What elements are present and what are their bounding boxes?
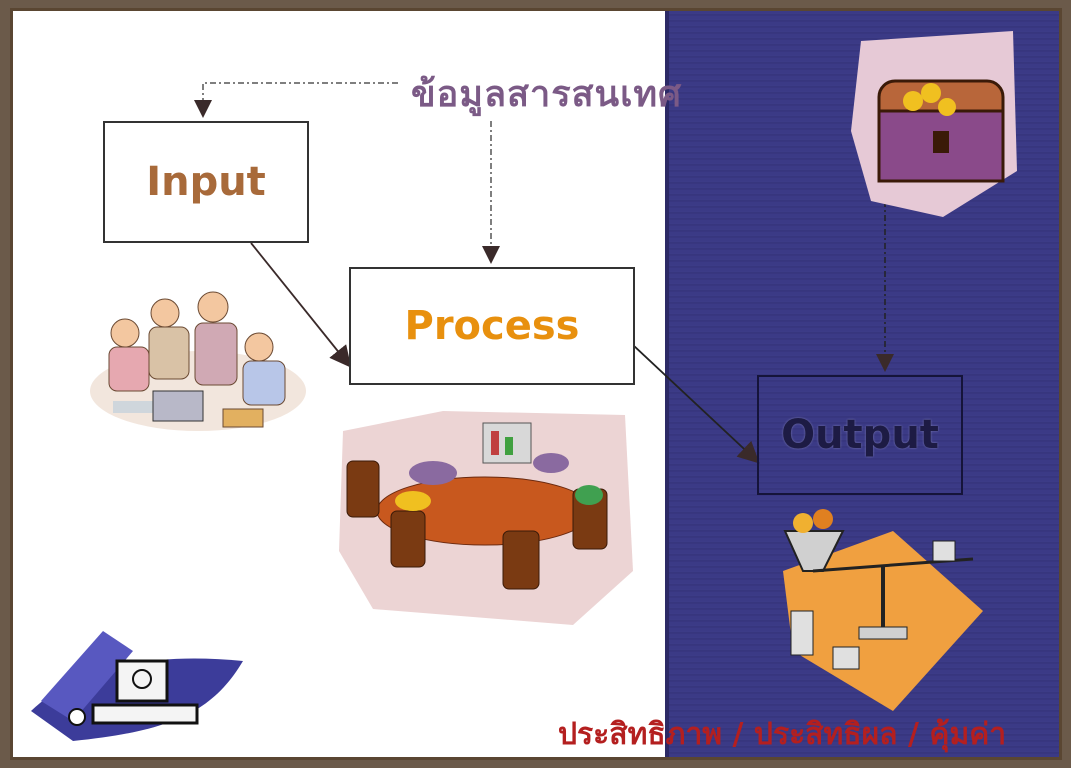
input-box: Input — [103, 121, 309, 243]
connector-layer — [31, 31, 1017, 741]
business-people-clipart — [90, 291, 306, 431]
input-to-process-arrow — [250, 242, 352, 368]
output-box: Output — [757, 375, 963, 495]
process-label: Process — [404, 303, 580, 349]
treasure-chest-clipart — [851, 31, 1017, 217]
input-label: Input — [146, 159, 266, 205]
process-box: Process — [349, 267, 635, 385]
computer-clipart — [31, 631, 243, 741]
efficiency-effectiveness-label: ประสิทธิภาพ / ประสิทธิผล / คุ้มค่า — [558, 717, 1007, 752]
meeting-room-clipart — [339, 411, 633, 625]
balance-scale-clipart — [783, 509, 983, 711]
information-label: ข้อมูลสารสนเทศ — [411, 74, 683, 115]
output-label: Output — [781, 412, 939, 458]
process-to-output-arrow — [632, 344, 760, 464]
diagram-slide: ข้อมูลสารสนเทศ Input Process Output ประส… — [10, 8, 1062, 760]
info-to-input-connector — [194, 82, 398, 118]
